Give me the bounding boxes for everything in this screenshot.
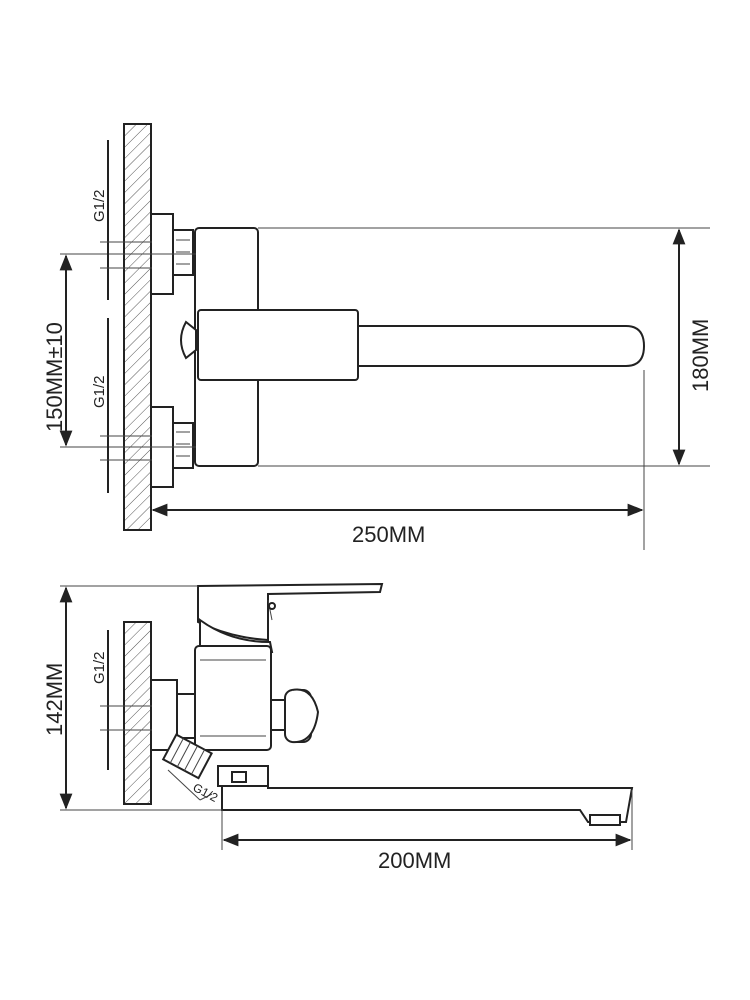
thread-label-side: G1/2 <box>91 651 108 684</box>
hose-outlet <box>161 733 213 780</box>
dim-label-inlet-spacing: 150MM±10 <box>42 322 67 432</box>
thread-label-top: G1/2 <box>91 189 108 222</box>
wall-side-view <box>123 621 152 805</box>
thread-label-diverter: G1/2 <box>191 780 221 805</box>
thread-marker-top: G1/2 <box>91 140 152 300</box>
dim-label-height-side: 142MM <box>42 663 67 736</box>
diverter-knob-top-view <box>180 320 197 360</box>
diverter-knob-side-view <box>270 699 286 731</box>
thread-label-middle: G1/2 <box>91 375 108 408</box>
thread-marker-middle: G1/2 <box>91 318 152 493</box>
lever-handle-side-view <box>197 582 384 642</box>
spout-top-view <box>357 325 646 367</box>
side-view: G1/2 G1/2 142MM 200MM <box>42 582 634 873</box>
wall-top-view <box>123 123 152 531</box>
mixer-body-side-view <box>194 645 272 751</box>
lever-handle-top-view <box>197 309 359 381</box>
top-view: G1/2 G1/2 150MM±10 180MM 250MM <box>42 123 713 550</box>
dim-label-spout-side: 200MM <box>378 848 451 873</box>
thread-marker-side: G1/2 <box>91 630 152 770</box>
spout-side-view <box>221 785 634 823</box>
dim-label-height-top: 180MM <box>688 319 713 392</box>
dim-label-length-top: 250MM <box>352 522 425 547</box>
